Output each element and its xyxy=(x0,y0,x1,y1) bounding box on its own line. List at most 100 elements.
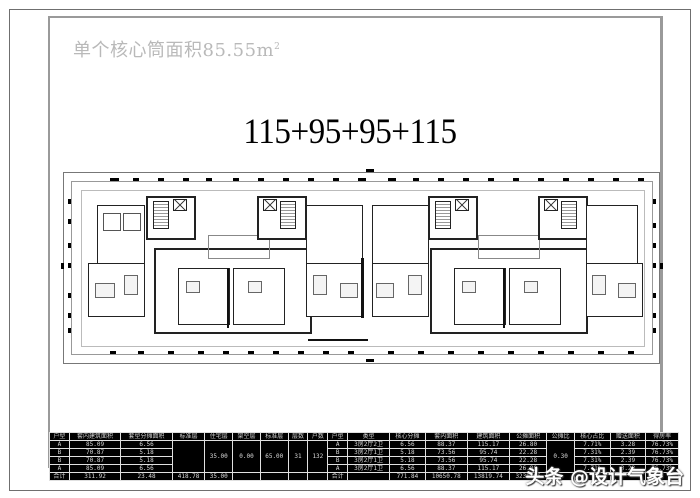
cell-total: 418.78 xyxy=(171,472,206,481)
dim-tick xyxy=(68,328,71,333)
header-cell: 核心分摊 xyxy=(389,432,426,441)
header-cell: 户型 xyxy=(327,432,349,441)
dim-tick xyxy=(538,178,544,181)
dim-tick xyxy=(168,351,174,354)
cell-layout: 3房2厅1卫 xyxy=(347,464,391,473)
elevator xyxy=(544,199,558,211)
dim-tick xyxy=(538,351,544,354)
link-wall xyxy=(308,339,368,341)
bedroom xyxy=(123,213,141,231)
dim-tick xyxy=(653,243,656,248)
header-cell: 住宅层 xyxy=(204,432,234,441)
drawing-sheet-border xyxy=(9,9,691,491)
bed xyxy=(340,283,358,298)
cell-gross: 115.17 xyxy=(466,440,510,449)
dim-tick xyxy=(223,351,229,354)
area-summary-table: 户型 套内建筑面积 套型分摊面积 标准层 住宅层 架空层 标准层 层数 户数 户… xyxy=(49,432,679,481)
dim-tick xyxy=(588,178,594,181)
table-total-row: 合计 311.92 23.48 418.78 35.00 合计 771.84 1… xyxy=(49,472,679,481)
cell-empty xyxy=(287,472,309,481)
header-cell: 层数 xyxy=(287,432,309,441)
dining-table xyxy=(524,281,538,293)
cell-merged xyxy=(171,440,206,473)
staircase xyxy=(561,201,577,229)
core-area-note: 单个核心筒面积85.55m2 xyxy=(73,36,280,62)
dim-tick xyxy=(660,263,663,269)
cell-merged: 65.00 xyxy=(259,440,289,473)
header-cell: 得房率 xyxy=(645,432,679,441)
cell-total-inner: 10650.78 xyxy=(424,472,468,481)
dim-tick xyxy=(653,199,656,204)
sofa xyxy=(313,275,327,295)
header-cell: 套型分摊面积 xyxy=(120,432,173,441)
dim-tick xyxy=(233,178,239,181)
cell-inner-area: 70.87 xyxy=(68,448,122,457)
unit-b-1 xyxy=(454,268,506,325)
sofa xyxy=(592,275,606,295)
cell-inner: 88.37 xyxy=(424,440,468,449)
dim-tick xyxy=(628,351,634,354)
cell-common: 26.80 xyxy=(508,440,548,449)
cell-gross: 115.17 xyxy=(466,464,510,473)
staircase xyxy=(153,201,169,229)
header-cell: 类型 xyxy=(347,432,391,441)
dim-tick xyxy=(438,178,444,181)
cell-gift: 3.28 xyxy=(609,440,647,449)
bed xyxy=(618,283,636,298)
cell-inner: 73.56 xyxy=(424,448,468,457)
cell-total-core-share: 771.84 xyxy=(389,472,426,481)
elevator xyxy=(173,199,187,211)
table-row: B 70.87 5.18 B 3房2厅1卫 5.18 73.56 95.74 2… xyxy=(49,448,679,457)
dim-tick xyxy=(258,178,264,181)
cell-empty xyxy=(645,472,679,481)
dim-tick xyxy=(413,178,419,181)
dim-tick xyxy=(653,263,656,268)
dim-tick xyxy=(68,263,71,268)
cell-inner-area: 70.87 xyxy=(68,456,122,465)
dining-table xyxy=(248,281,262,293)
dim-tick xyxy=(308,178,314,181)
table-row: B 70.87 5.18 B 3房2厅1卫 5.18 73.56 95.74 2… xyxy=(49,456,679,465)
cell-type: B xyxy=(327,456,349,465)
dim-tick xyxy=(183,178,189,181)
cell-shared-area: 6.56 xyxy=(120,464,173,473)
cell-type: A xyxy=(327,464,349,473)
header-cell: 公摊面积 xyxy=(508,432,548,441)
table-row: A 85.09 6.56 35.00 0.00 65.00 31 132 A 3… xyxy=(49,440,679,473)
separation-wall xyxy=(361,258,364,318)
cell-shared-area: 5.18 xyxy=(120,448,173,457)
dim-tick xyxy=(388,178,396,181)
bed xyxy=(95,283,115,298)
cell-core-share: 5.18 xyxy=(389,448,426,457)
header-cell: 赠送面积 xyxy=(609,432,647,441)
header-cell: 建筑面积 xyxy=(466,432,510,441)
dim-tick xyxy=(653,313,656,318)
header-cell: 套内建筑面积 xyxy=(68,432,122,441)
building-outline-guide xyxy=(81,190,645,347)
dim-tick xyxy=(158,178,164,181)
cell-total-label: 合计 xyxy=(327,472,349,481)
dim-tick xyxy=(568,351,574,354)
table-row: A 85.09 6.56 A 3房2厅1卫 6.56 88.37 115.17 … xyxy=(49,464,679,473)
dim-tick xyxy=(653,223,656,228)
cell-gift: 2.39 xyxy=(609,448,647,457)
cell-inner: 73.56 xyxy=(424,456,468,465)
cell-merged: 0.00 xyxy=(232,440,261,473)
dining-table xyxy=(462,281,476,293)
dim-tick xyxy=(273,351,279,354)
header-cell: 户型 xyxy=(49,432,70,441)
cell-layout: 3房2厅2卫 xyxy=(347,440,391,449)
dim-tick xyxy=(68,199,71,204)
cell-merged: 35.00 xyxy=(204,440,234,473)
cell-total-shared: 23.48 xyxy=(120,472,173,481)
header-cell: 标准层 xyxy=(259,432,289,441)
cell-core-share: 6.56 xyxy=(389,464,426,473)
cell-core-share: 5.18 xyxy=(389,456,426,465)
header-cell: 标准层 xyxy=(171,432,206,441)
unit-b-1 xyxy=(178,268,230,325)
header-cell: 公摊比 xyxy=(546,432,575,441)
dim-tick xyxy=(366,359,374,362)
unit-b-2 xyxy=(509,268,561,325)
dim-tick xyxy=(388,351,394,354)
dim-tick xyxy=(333,178,339,181)
